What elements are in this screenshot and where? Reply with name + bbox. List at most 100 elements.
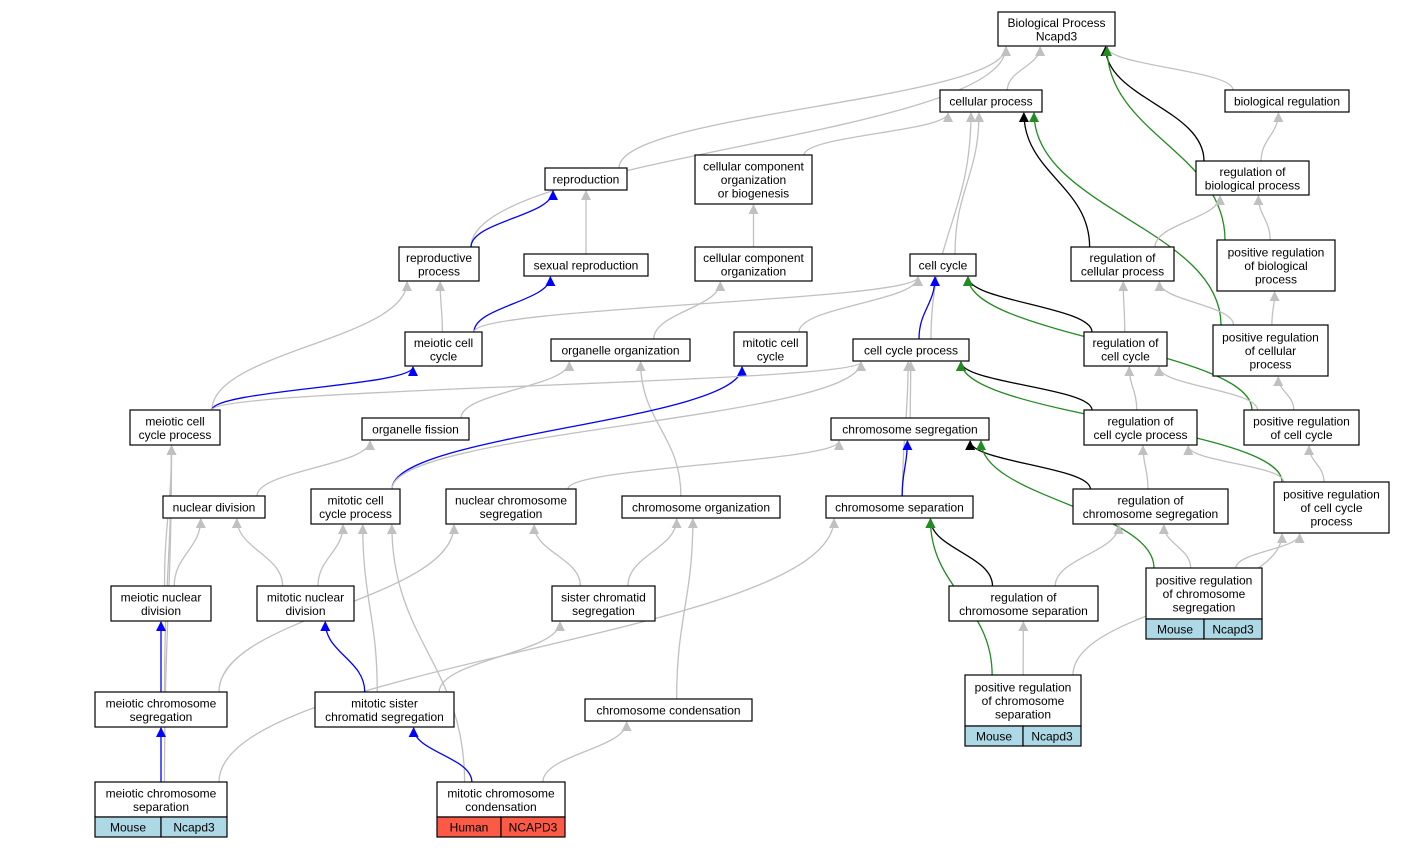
- edge-sister-chromatid-seg-to-chrom-org: [627, 518, 682, 587]
- node-label: meiotic chromosome: [106, 786, 217, 800]
- edge-sister-chromatid-seg-to-nuc-chrom-seg: [529, 524, 582, 587]
- node-box: [1216, 239, 1336, 292]
- node-label: biological regulation: [1234, 95, 1340, 109]
- edge-meiotic-cc-to-repro-process: [435, 281, 446, 333]
- node-label: segregation: [480, 507, 543, 521]
- node-label: chromosome organization: [632, 501, 770, 515]
- node-label: chromosome separation: [959, 604, 1088, 618]
- edge-bio-reg-to-bp: [1102, 46, 1234, 91]
- node-label: cycle process: [319, 507, 392, 521]
- node-chrom-sep[interactable]: chromosome separation: [825, 495, 974, 519]
- node-sexual-repro[interactable]: sexual reproduction: [523, 253, 649, 277]
- node-label: meiotic chromosome: [106, 696, 217, 710]
- edge-organelle-org-to-cc-org: [653, 281, 726, 340]
- node-label: mitotic cell: [742, 336, 798, 350]
- node-box: [1083, 409, 1198, 446]
- node-chrom-seg[interactable]: chromosome segregation: [830, 417, 990, 441]
- edge-mitotic-sister-seg-to-mitotic-nuc-div: [320, 621, 366, 693]
- node-label: of chromosome: [1163, 587, 1246, 601]
- node-cellular-process[interactable]: cellular process: [939, 89, 1043, 113]
- edge-mitotic-chrom-cond-to-mitotic-ccp: [386, 524, 466, 783]
- edge-layer: [156, 46, 1325, 783]
- edge-pos-reg-cellular-to-cellular-process: [1029, 112, 1222, 326]
- edge-reg-chrom-sep-to-chrom-sep: [925, 518, 994, 587]
- node-box: [314, 691, 455, 728]
- species-tag: Human: [450, 821, 489, 835]
- gene-tag: Ncapd3: [1212, 623, 1254, 637]
- node-bio-reg[interactable]: biological regulation: [1224, 89, 1350, 113]
- edge-cell-cycle-to-cellular-process: [954, 112, 984, 255]
- node-label: reproduction: [553, 173, 620, 187]
- node-box: [129, 409, 221, 446]
- edge-mitotic-sister-seg-to-mitotic-ccp: [357, 524, 378, 693]
- node-nuclear-div[interactable]: nuclear division: [162, 495, 266, 519]
- edge-mitotic-sister-seg-to-sister-chromatid-seg: [438, 621, 565, 693]
- node-label: cycle process: [139, 428, 212, 442]
- node-box: [948, 585, 1099, 622]
- edge-organelle-fission-to-organelle-org: [460, 361, 575, 419]
- node-cc-process[interactable]: cell cycle process: [852, 338, 970, 362]
- node-label: meiotic cell: [414, 336, 473, 350]
- node-box: [584, 698, 753, 722]
- edge-reproduction-to-bp: [618, 46, 1011, 169]
- node-box: [445, 488, 577, 525]
- node-label: mitotic chromosome: [447, 786, 555, 800]
- node-label: process: [1310, 515, 1352, 529]
- node-chrom-org[interactable]: chromosome organization: [621, 495, 781, 519]
- node-organelle-fission[interactable]: organelle fission: [361, 417, 470, 441]
- edge-reg-ccp-to-reg-cc: [1124, 366, 1138, 411]
- node-cell-cycle[interactable]: cell cycle: [909, 253, 977, 277]
- edge-cellular-process-to-bp: [1006, 46, 1046, 91]
- edge-pos-reg-ccp-to-reg-ccp: [1183, 445, 1285, 483]
- node-label: of biological: [1244, 259, 1307, 273]
- edge-reg-cellular-to-reg-bio: [1154, 195, 1225, 248]
- node-box: [404, 331, 483, 367]
- edge-pos-reg-bio-to-bp: [1102, 46, 1226, 241]
- node-label: chromosome separation: [835, 501, 964, 515]
- edge-cc-process-to-cellular-process: [930, 112, 976, 340]
- node-box: [1072, 488, 1229, 525]
- edge-pos-reg-cc-to-pos-reg-cellular: [1273, 376, 1295, 411]
- node-box: [1224, 89, 1350, 113]
- node-organelle-org[interactable]: organelle organization: [550, 338, 691, 362]
- node-chrom-condensation[interactable]: chromosome condensation: [584, 698, 753, 722]
- node-label: division: [141, 604, 181, 618]
- node-label: regulation of: [1219, 165, 1286, 179]
- node-label: cellular component: [703, 160, 804, 174]
- node-label: segregation: [572, 604, 635, 618]
- node-box: [939, 89, 1043, 113]
- node-box: [694, 154, 813, 205]
- node-reproduction[interactable]: reproduction: [544, 167, 628, 191]
- node-label: mitotic sister: [351, 696, 418, 710]
- node-box: [1212, 324, 1329, 377]
